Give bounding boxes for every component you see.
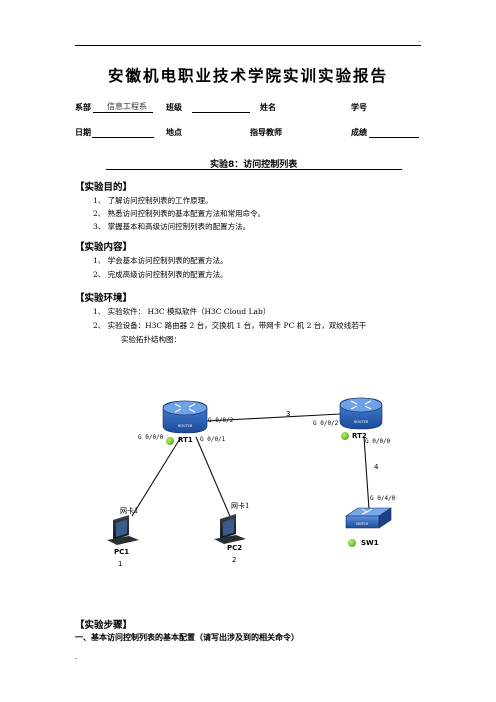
purpose-heading: 【实验目的】 (75, 182, 133, 193)
report-title: 安徽机电职业技术学院实训实验报告 (107, 67, 388, 85)
corner-mark: . (418, 36, 421, 44)
environment-heading: 【实验环境】 (75, 293, 133, 304)
rt2-label: RT2 (352, 432, 367, 440)
router-icon-rt2: ROUTER (339, 397, 383, 430)
date-label: 日期 (75, 128, 91, 137)
link-rt1-rt2 (206, 413, 341, 422)
pc1-label: PC1 (114, 548, 130, 556)
rt2-port-g002: G 0/0/2 (313, 420, 339, 427)
pc2-label: PC2 (227, 544, 243, 552)
link-rt1-pc2 (195, 436, 233, 522)
pc1-number: 1 (118, 560, 123, 568)
sw1-caption: SWITCH (356, 522, 369, 526)
score-underline (369, 137, 419, 138)
header-rule (75, 45, 421, 46)
department-value: 信息工程系 (107, 102, 147, 111)
purpose-item-1: 1、 了解访问控制列表的工作原理。 (93, 196, 213, 205)
rt1-status-dot (166, 437, 174, 445)
teacher-label: 指导教师 (250, 128, 282, 137)
steps-heading: 【实验步骤】 (75, 620, 133, 631)
purpose-item-2: 2、 熟悉访问控制列表的基本配置方法和常用命令。 (93, 209, 266, 218)
department-label: 系部 (75, 103, 91, 112)
purpose-item-3: 3、 掌握基本和高级访问控制列表的配置方法。 (93, 222, 251, 231)
content-item-1: 1、 学会基本访问控制列表的配置方法。 (93, 256, 228, 265)
link-number-3: 3 (286, 410, 291, 418)
pc-icon-pc1 (107, 515, 139, 545)
class-label: 班级 (166, 103, 182, 112)
environment-item-1: 1、 实验软件： H3C 模拟软件（H3C Cloud Lab） (93, 307, 271, 316)
switch-icon-sw1: SWITCH (345, 507, 392, 529)
rt1-label: RT1 (178, 436, 193, 444)
rt2-caption: ROUTER (354, 420, 369, 424)
environment-item-2: 2、 实验设备：H3C 路由器 2 台，交换机 1 台，带网卡 PC 机 2 台… (93, 321, 367, 330)
date-underline (92, 137, 154, 138)
location-label: 地点 (166, 128, 182, 137)
experiment-title: 实验8：访问控制列表 (210, 160, 298, 170)
experiment-title-rule (106, 169, 402, 170)
class-underline (192, 112, 250, 113)
router-icon-rt1: ROUTER (162, 400, 208, 434)
sw1-status-dot (348, 539, 356, 547)
content-item-2: 2、 完成高级访问控制列表的配置方法。 (93, 270, 228, 279)
rt2-status-dot (341, 432, 349, 440)
pc2-nic-label: 网卡1 (231, 502, 250, 510)
name-label: 姓名 (260, 103, 276, 112)
link-rt1-pc1 (131, 436, 182, 517)
links (131, 413, 370, 522)
pc2-number: 2 (232, 556, 237, 564)
department-underline (93, 112, 153, 113)
sw1-label: SW1 (361, 539, 379, 547)
rt1-port-g001: G 0/0/1 (200, 436, 226, 443)
rt1-port-g000: G 0/0/0 (138, 434, 164, 441)
link-number-4: 4 (374, 463, 379, 471)
steps-subheading-1: 一、基本访问控制列表的基本配置（请写出涉及到的相关命令） (75, 633, 299, 642)
rt1-port-g002: G 0/0/2 (208, 417, 234, 424)
pc1-nic-label: 网卡1 (120, 507, 139, 515)
footer-mark: . (75, 653, 78, 661)
sw1-port-g040: G 0/4/0 (370, 495, 396, 502)
topology-caption: 实验拓扑结构图： (121, 335, 181, 344)
rt1-caption: ROUTER (178, 424, 193, 428)
content-heading: 【实验内容】 (75, 242, 133, 253)
link-rt2-sw1 (363, 436, 370, 510)
rt2-port-g000: G 0/0/0 (365, 438, 391, 445)
student-id-label: 学号 (351, 103, 367, 112)
score-label: 成绩 (351, 128, 367, 137)
pc-icon-pc2 (214, 514, 246, 544)
